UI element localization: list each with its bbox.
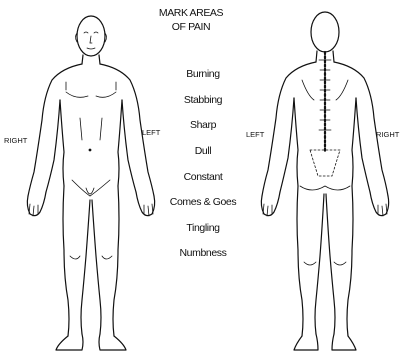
pain-type-comes-goes: Comes & Goes <box>160 196 246 208</box>
front-body-figure <box>27 16 154 350</box>
pain-type-tingling: Tingling <box>160 222 246 234</box>
pain-type-constant: Constant <box>160 171 246 183</box>
title-line-1: MARK AREAS <box>151 6 231 20</box>
pain-type-sharp: Sharp <box>160 119 246 131</box>
pain-type-numbness: Numbness <box>160 247 246 259</box>
back-left-label: LEFT <box>246 130 264 139</box>
pain-type-burning: Burning <box>160 68 246 80</box>
title-line-2: OF PAIN <box>151 20 231 34</box>
front-left-label: LEFT <box>142 128 160 137</box>
front-right-label: RIGHT <box>4 136 27 145</box>
pain-type-stabbing: Stabbing <box>160 94 246 106</box>
back-right-label: RIGHT <box>376 130 399 139</box>
page-title: MARK AREAS OF PAIN <box>151 6 231 34</box>
back-body-figure <box>261 12 388 350</box>
pain-type-dull: Dull <box>160 145 246 157</box>
